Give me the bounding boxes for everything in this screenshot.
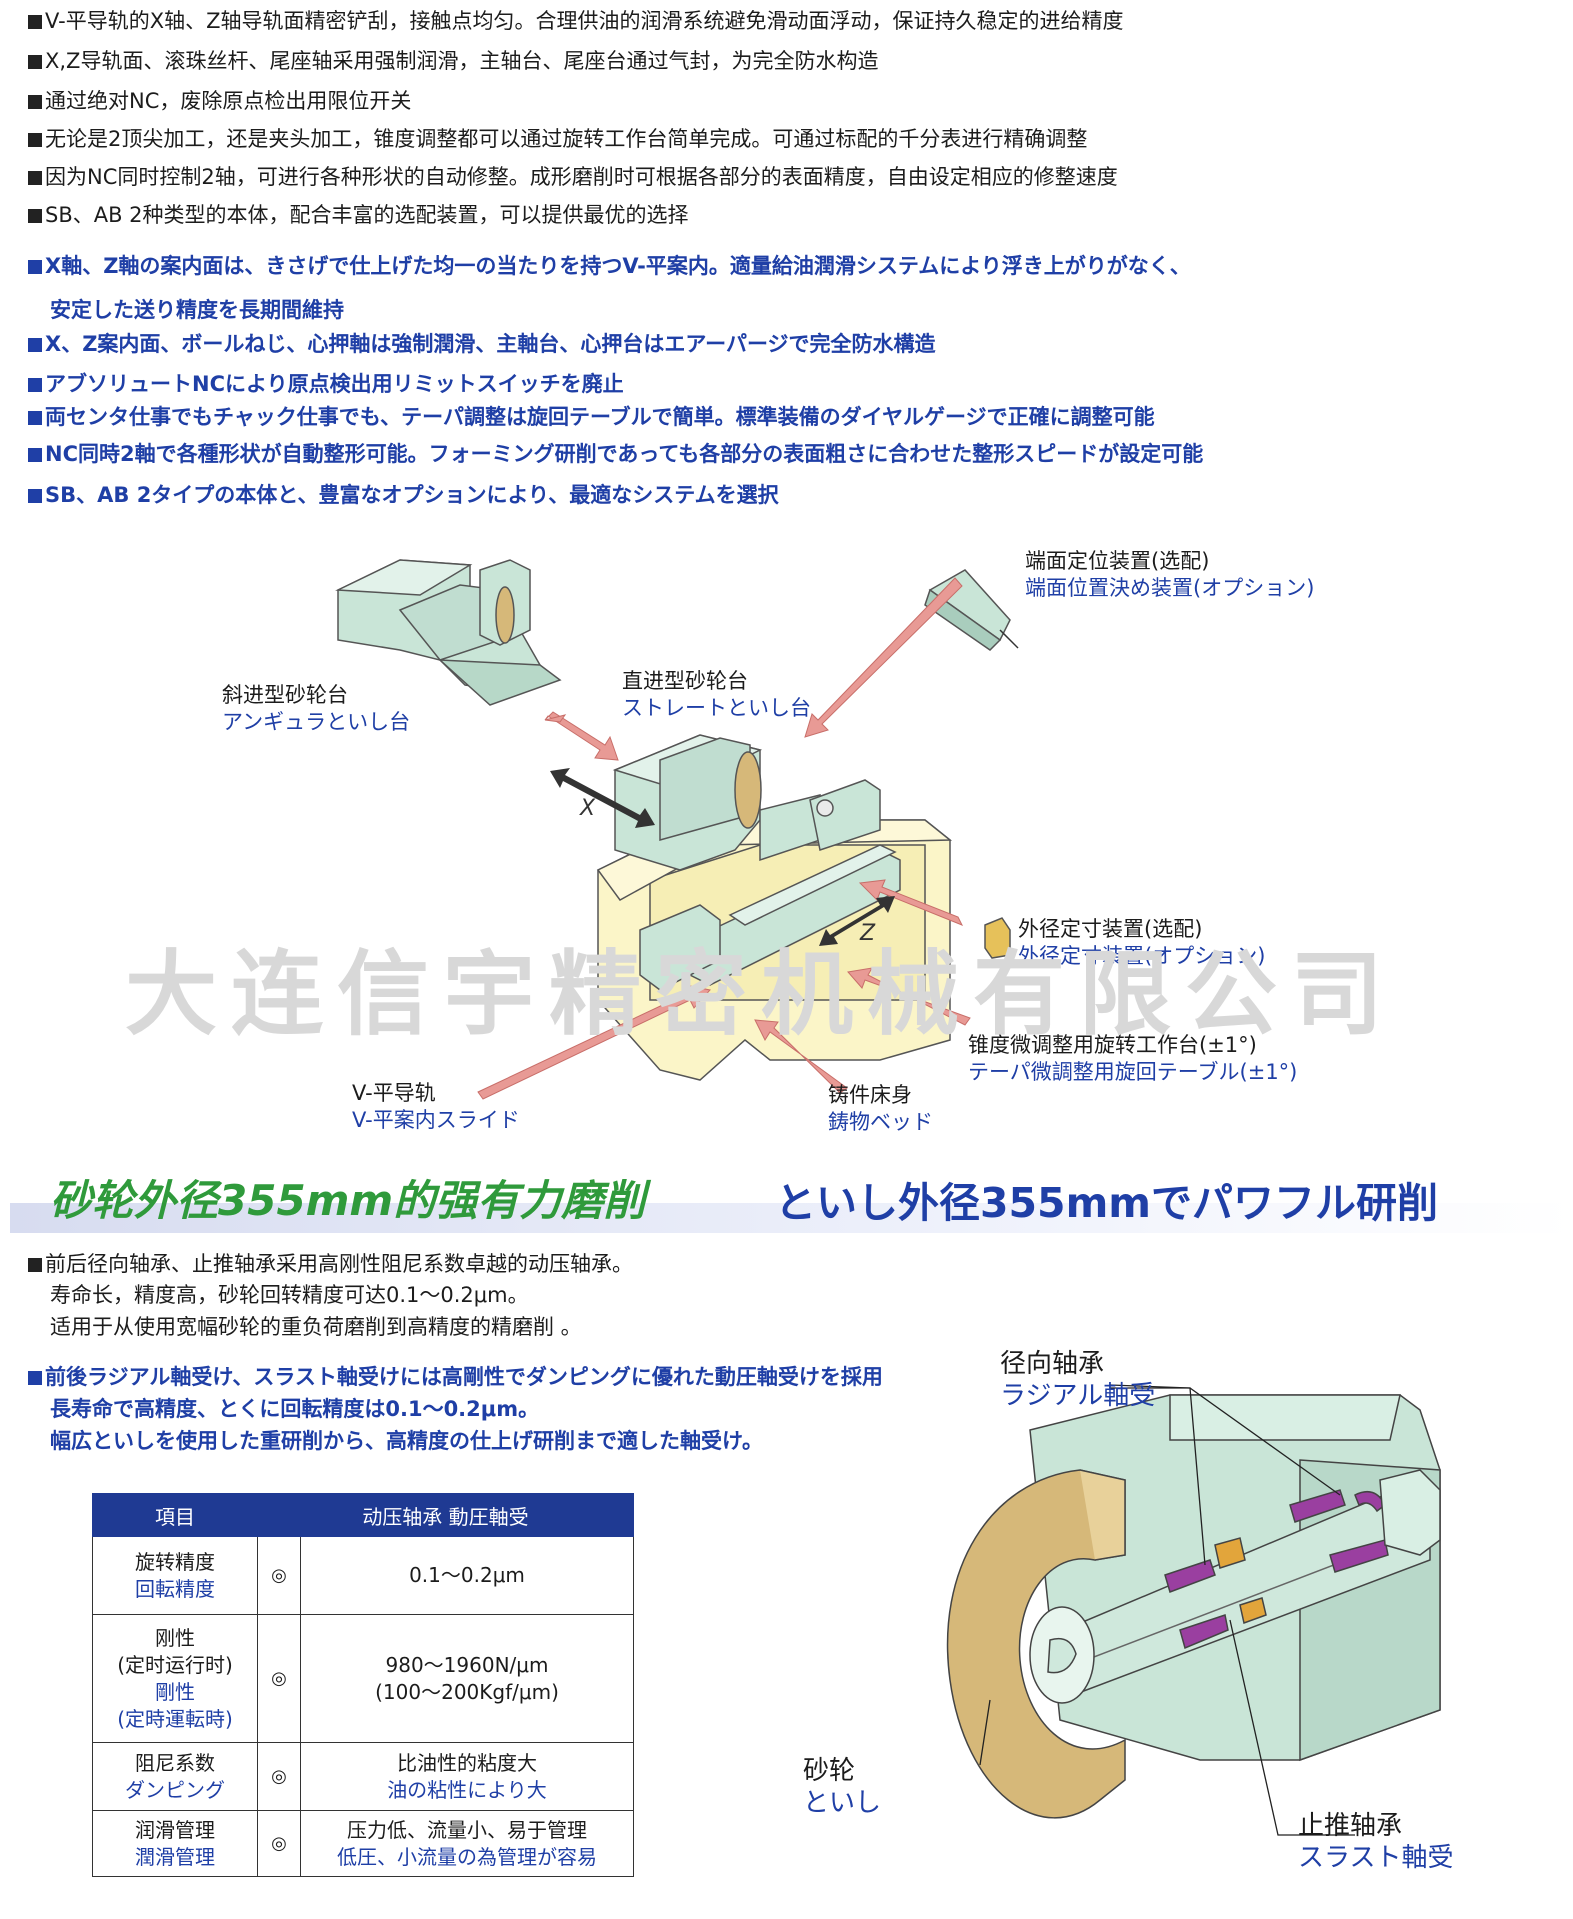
bearing-jp-line-3: 幅広といしを使用した重研削から、高精度の仕上げ研削まで適した軸受け。 xyxy=(50,1429,763,1453)
cn-bullet-4: 无论是2顶尖加工，还是夹头加工，锥度调整都可以通过旋转工作台简单完成。可通过标配… xyxy=(28,126,1087,152)
company-watermark: 大连信宇精密机械有限公司 xyxy=(125,940,1398,1048)
section-banner: 砂轮外径355mm的强有力磨削 といし外径355mmでパワフル研削 xyxy=(10,1167,1573,1235)
axis-z-label: Z xyxy=(859,921,876,946)
rating-symbol: ◎ xyxy=(257,1536,301,1615)
bullet-square-icon xyxy=(28,133,42,147)
bearing-cn-line-2: 寿命长，精度高，砂轮回转精度可达0.1～0.2μm。 xyxy=(50,1283,529,1307)
bearing-cn-line-3: 适用于从使用宽幅砂轮的重负荷磨削到高精度的精磨削 。 xyxy=(50,1315,582,1339)
table-row: 润滑管理潤滑管理 ◎ 压力低、流量小、易于管理低圧、小流量の為管理が容易 xyxy=(92,1810,634,1877)
machine-illustration: X Z xyxy=(335,559,1019,1100)
header-value: 动压轴承 動圧軸受 xyxy=(257,1493,634,1537)
grinding-wheel xyxy=(946,1469,1126,1819)
banner-title-jp: といし外径355mmでパワフル研削 xyxy=(775,1179,1439,1227)
jp-bullet-1-cont: 安定した送り精度を長期間維持 xyxy=(50,298,344,322)
cn-bullet-2: X,Z导轨面、滚珠丝杆、尾座轴采用强制润滑，主轴台、尾座台通过气封，为完全防水构… xyxy=(28,48,878,74)
label-cast-bed: 铸件床身 鋳物ベッド xyxy=(828,1083,933,1134)
spindle-cross-section xyxy=(946,1384,1441,1836)
table-row: 旋转精度回転精度 ◎ 0.1～0.2μm xyxy=(92,1536,634,1615)
od-gauge xyxy=(984,917,1011,959)
straight-wheelhead xyxy=(612,734,881,871)
label-straight-wheelhead: 直进型砂轮台 ストレートといし台 xyxy=(622,669,811,720)
bullet-square-icon xyxy=(28,95,42,109)
jp-bullet-3: アブソリュートNCにより原点検出用リミットスイッチを廃止 xyxy=(28,371,624,397)
label-taper-table: 锥度微调整用旋转工作台(±1°) テーパ微調整用旋回テーブル(±1°) xyxy=(968,1033,1298,1084)
bullet-square-icon xyxy=(28,378,42,392)
cn-bullet-6: SB、AB 2种类型的本体，配合丰富的选配装置，可以提供最优的选择 xyxy=(28,202,689,228)
bullet-square-icon xyxy=(28,15,42,29)
table-header-row: 項目 动压轴承 動圧軸受 xyxy=(92,1493,634,1537)
rating-symbol: ◎ xyxy=(257,1614,301,1743)
bullet-square-icon xyxy=(28,260,42,274)
thrust-bearing xyxy=(1214,1537,1267,1624)
bullet-square-icon xyxy=(28,171,42,185)
cn-bullet-5: 因为NC同时控制2轴，可进行各种形状的自动修整。成形磨削时可根据各部分的表面精度… xyxy=(28,164,1118,190)
bullet-square-icon xyxy=(28,411,42,425)
label-end-positioning: 端面定位装置(选配) 端面位置決め装置(オプション) xyxy=(1025,549,1315,600)
table-slide xyxy=(639,844,901,991)
table-row: 刚性 (定时运行时)剛性 (定時運転時) ◎ 980～1960N/μm(100～… xyxy=(92,1614,634,1743)
rating-symbol: ◎ xyxy=(257,1742,301,1811)
jp-bullet-2: X、Z案内面、ボールねじ、心押軸は強制潤滑、主軸台、心押台はエアーパージで完全防… xyxy=(28,331,936,357)
label-v-flat-slide: V-平导轨 V-平案内スライド xyxy=(352,1081,520,1132)
cn-bullet-1: V-平导轨的X轴、Z轴导轨面精密铲刮，接触点均匀。合理供油的润滑系统避免滑动面浮… xyxy=(28,8,1123,34)
header-item: 項目 xyxy=(92,1493,258,1537)
bullet-square-icon xyxy=(28,55,42,69)
bullet-square-icon xyxy=(28,448,42,462)
end-positioning-device xyxy=(924,569,1019,651)
jp-bullet-5: NC同時2軸で各種形状が自動整形可能。フォーミング研削であっても各部分の表面粗さ… xyxy=(28,441,1203,467)
bearing-jp-line-2: 長寿命で高精度、とくに回転精度は0.1～0.2μm。 xyxy=(50,1397,540,1421)
callout-arrows xyxy=(477,577,971,1100)
banner-gradient-bar xyxy=(10,1203,1573,1233)
label-radial-bearing: 径向轴承 ラジアル軸受 xyxy=(1000,1349,1156,1411)
bullet-square-icon xyxy=(28,1258,42,1272)
radial-bearing xyxy=(1164,1489,1389,1650)
bullet-square-icon xyxy=(28,1371,42,1385)
jp-bullet-1: X軸、Z軸の案内面は、きさげで仕上げた均一の当たりを持つV-平案内。適量給油潤滑… xyxy=(28,253,1191,279)
label-grinding-wheel: 砂轮 といし xyxy=(803,1756,882,1818)
label-angular-wheelhead: 斜进型砂轮台 アンギュラといし台 xyxy=(222,683,411,734)
bullet-square-icon xyxy=(28,489,42,503)
bullet-square-icon xyxy=(28,338,42,352)
bearing-jp-line-1: 前後ラジアル軸受け、スラスト軸受けには高剛性でダンピングに優れた動圧軸受けを採用 xyxy=(28,1364,883,1390)
jp-bullet-6: SB、AB 2タイプの本体と、豊富なオプションにより、最適なシステムを選択 xyxy=(28,482,779,508)
leader-lines xyxy=(979,1384,1355,1836)
table-row: 阻尼系数ダンピング ◎ 比油性的粘度大油の粘性により大 xyxy=(92,1742,634,1811)
bearing-cn-line-1: 前后径向轴承、止推轴承采用高刚性阻尼系数卓越的动压轴承。 xyxy=(28,1251,633,1277)
axis-x-label: X xyxy=(579,796,596,821)
axis-arrows xyxy=(550,768,895,946)
jp-bullet-4: 両センタ仕事でもチャック仕事でも、テーパ調整は旋回テーブルで簡単。標準装備のダイ… xyxy=(28,404,1155,430)
bullet-square-icon xyxy=(28,209,42,223)
label-thrust-bearing: 止推轴承 スラスト軸受 xyxy=(1298,1811,1454,1873)
angular-wheelhead xyxy=(335,559,562,706)
banner-title-cn: 砂轮外径355mm的强有力磨削 xyxy=(50,1176,646,1225)
label-od-gauge: 外径定寸装置(选配) 外径定寸装置(オプション) xyxy=(1018,917,1266,968)
cn-bullet-3: 通过绝对NC，废除原点检出用限位开关 xyxy=(28,88,411,114)
bearing-spec-table: 項目 动压轴承 動圧軸受 旋转精度回転精度 ◎ 0.1～0.2μm 刚性 (定时… xyxy=(92,1493,634,1877)
rating-symbol: ◎ xyxy=(257,1810,301,1877)
